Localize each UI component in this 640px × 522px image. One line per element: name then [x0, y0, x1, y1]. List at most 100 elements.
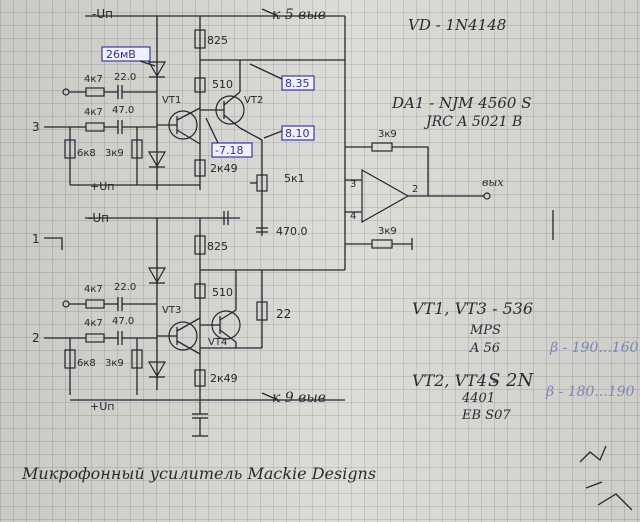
resistor-510-2-label: 510	[212, 286, 233, 299]
vt3-label: VT3	[162, 305, 181, 316]
output-label: вых	[482, 176, 504, 189]
vt4-label: VT4	[208, 337, 227, 348]
vt2-emitter	[223, 114, 241, 129]
voltage-810: 8.10	[285, 127, 310, 140]
pin-2-label: 2	[412, 184, 418, 195]
c-47-1-label: 47.0	[112, 105, 134, 116]
da1-alt-label: JRC A 5021 B	[423, 114, 522, 130]
c-22-2-label: 22.0	[114, 282, 136, 293]
middle-rail-label: -Uп	[88, 211, 109, 225]
resistor-510-1-label: 510	[212, 78, 233, 91]
trimmer-label: 5к1	[284, 172, 305, 185]
resistor-825-1-label: 825	[207, 34, 228, 47]
input-2-label: 2	[32, 331, 40, 345]
r-fb-label: 3к9	[378, 129, 397, 140]
fb-wire-b	[392, 146, 429, 196]
resistor-4k7-2a	[85, 299, 105, 309]
resistor-2k49-2-label: 2к49	[210, 372, 238, 385]
r-4k7-1a-label: 4к7	[84, 74, 103, 85]
voltage-box-835	[281, 75, 315, 91]
pin-1-label: 1	[32, 232, 40, 246]
vd-label: VD - 1N4148	[408, 16, 506, 34]
pin-4-label: 4	[350, 211, 356, 222]
vt3-emitter	[176, 340, 201, 355]
voltage-26mv: 26мВ	[106, 48, 136, 61]
corner-scribble	[579, 445, 607, 463]
parts-beta2: β - 180...190	[545, 384, 635, 400]
c-22-1-label: 22.0	[114, 72, 136, 83]
vt2-label: VT2	[244, 95, 263, 106]
da1-label: DA1 - NJM 4560 S	[391, 94, 532, 112]
diode-d1	[147, 61, 167, 78]
resistor-510-2	[194, 283, 206, 299]
parts-eb: EB S07	[461, 408, 511, 423]
resistor-825-2-label: 825	[207, 240, 228, 253]
vt2-collector	[223, 91, 241, 106]
vt1-emitter	[176, 129, 201, 145]
parts-a56: A 56	[469, 341, 500, 356]
cap-470-label: 470.0	[276, 225, 308, 238]
input-3-label: 3	[32, 120, 40, 134]
pin-3-label: 3	[350, 179, 356, 190]
r-4k7-2b-label: 4к7	[84, 318, 103, 329]
resistor-2k49-2	[194, 369, 206, 387]
footer-title: Микрофонный усилитель Mackie Designs	[21, 464, 376, 483]
arrow-835	[249, 63, 283, 80]
parts-2n: S 2N	[488, 370, 535, 391]
corner-scribble-3	[597, 493, 633, 511]
r-22-label: 22	[276, 307, 291, 321]
parts-mps: MPS	[469, 323, 501, 338]
voltage-835: 8.35	[285, 77, 310, 90]
diode-d2	[147, 151, 167, 168]
resistor-6k8-2	[64, 349, 76, 369]
ground-pin-1	[44, 237, 63, 250]
resistor-4k7-1b	[85, 122, 105, 132]
resistor-3k9-1	[131, 139, 143, 159]
r-3k9-1-label: 3к9	[105, 148, 124, 159]
resistor-825-2	[194, 235, 206, 255]
diode-d4	[147, 361, 167, 378]
arrow-26mv	[139, 60, 156, 67]
opamp-da1	[361, 168, 410, 224]
parts-4401: 4401	[461, 391, 495, 406]
resistor-6k8-1	[64, 139, 76, 159]
rail-plus-1-label: +Uп	[90, 180, 114, 193]
vt2-out-wire	[239, 127, 263, 141]
resistor-3k9-in	[371, 239, 393, 249]
resistor-2k49-1-label: 2к49	[210, 162, 238, 175]
vt1-collector	[176, 107, 201, 121]
r-in-label: 3к9	[378, 226, 397, 237]
resistor-4k7-2b	[85, 333, 105, 343]
top-rail-label: -Uп	[92, 7, 113, 21]
r-3k9-2-label: 3к9	[105, 358, 124, 369]
rail-plus-2-label: +Uп	[90, 400, 114, 413]
corner-scribble-2	[585, 481, 603, 489]
voltage-box-26mv	[101, 46, 151, 62]
resistor-4k7-1a	[85, 87, 105, 97]
input-terminal-2a	[62, 300, 70, 308]
input-terminal-1a	[62, 88, 70, 96]
bottom-to-pin-label: к 9 выв	[272, 390, 326, 406]
arrow-810	[263, 130, 283, 139]
arrow-718	[205, 117, 219, 144]
resistor-510-1	[194, 77, 206, 93]
arrow-bottom	[261, 392, 279, 401]
vt1-label: VT1	[162, 95, 181, 106]
parts-vt24: VT2, VT4 -	[412, 371, 497, 390]
resistor-3k9-fb	[371, 142, 393, 152]
vt4-collector	[219, 309, 237, 321]
voltage-box-718	[211, 142, 253, 158]
resistor-2k49-1	[194, 159, 206, 177]
resistor-22	[256, 301, 268, 321]
vt3-collector	[176, 317, 201, 332]
c-47-2-label: 47.0	[112, 316, 134, 327]
top-to-pin-label: к 5 выв	[272, 7, 326, 23]
parts-vt13: VT1, VT3 - 536	[412, 299, 533, 318]
r-6k8-1-label: 6к8	[77, 148, 96, 159]
r-4k7-1b-label: 4к7	[84, 107, 103, 118]
parts-beta1: β - 190...160	[549, 340, 639, 356]
diode-d3	[147, 267, 167, 284]
